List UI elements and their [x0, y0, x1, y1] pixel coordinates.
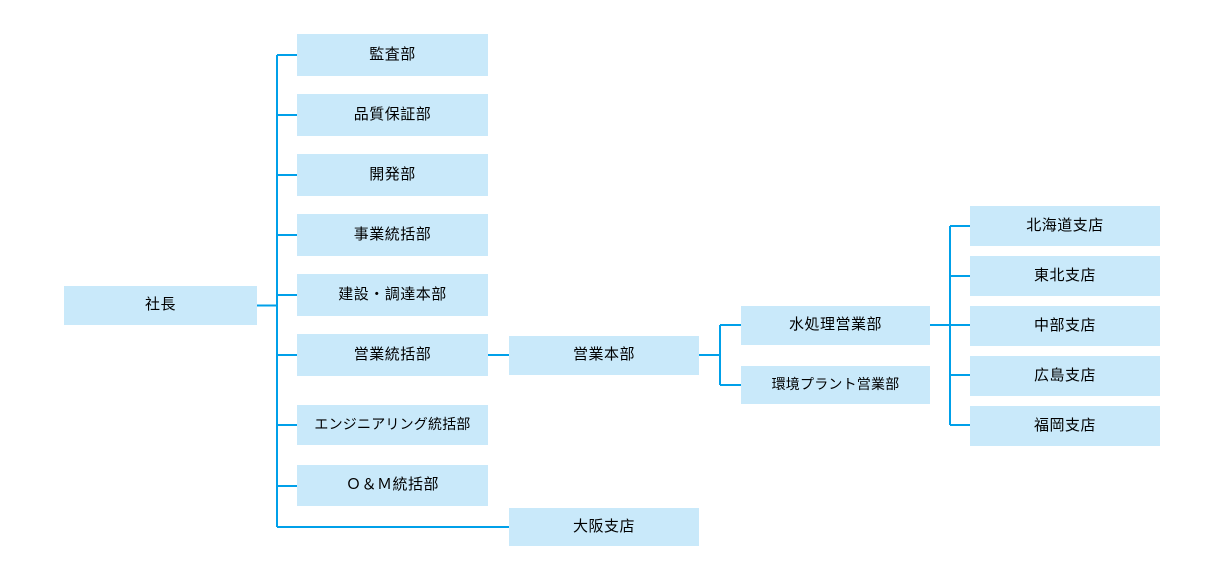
org-node-tohoku-branch[interactable]: 東北支店 — [970, 256, 1160, 296]
org-node-sales-headquarters-label: 営業本部 — [572, 346, 635, 364]
org-node-audit[interactable]: 監査部 — [297, 34, 488, 76]
org-node-president[interactable]: 社長 — [64, 286, 257, 325]
org-node-fukuoka-branch-label: 福岡支店 — [1033, 416, 1096, 434]
org-node-sales-headquarters[interactable]: 営業本部 — [509, 336, 699, 375]
org-node-sales-management-label: 営業統括部 — [353, 345, 432, 363]
org-node-environmental-plant-sales-label: 環境プラント営業部 — [771, 376, 900, 393]
org-node-development[interactable]: 開発部 — [297, 154, 488, 196]
org-node-osaka-branch-label: 大阪支店 — [572, 517, 635, 535]
org-node-chubu-branch-label: 中部支店 — [1033, 316, 1096, 334]
org-node-chubu-branch[interactable]: 中部支店 — [970, 306, 1160, 346]
org-node-water-treatment-sales[interactable]: 水処理営業部 — [741, 306, 930, 345]
org-node-audit-label: 監査部 — [369, 45, 416, 63]
org-node-environmental-plant-sales[interactable]: 環境プラント営業部 — [741, 366, 930, 404]
org-node-construction-procurement-label: 建設・調達本部 — [338, 285, 447, 303]
org-node-hiroshima-branch[interactable]: 広島支店 — [970, 356, 1160, 396]
org-node-sales-management[interactable]: 営業統括部 — [297, 334, 488, 376]
org-node-engineering-management-label: エンジニアリング統括部 — [314, 416, 471, 433]
org-node-fukuoka-branch[interactable]: 福岡支店 — [970, 406, 1160, 446]
org-node-water-treatment-sales-label: 水処理営業部 — [788, 316, 882, 334]
org-node-construction-procurement[interactable]: 建設・調達本部 — [297, 274, 488, 316]
org-node-hokkaido-branch-label: 北海道支店 — [1026, 216, 1104, 234]
org-node-om-management-label: Ｏ＆Ｍ統括部 — [345, 476, 439, 494]
org-node-om-management[interactable]: Ｏ＆Ｍ統括部 — [297, 465, 488, 506]
org-node-quality-assurance-label: 品質保証部 — [353, 105, 432, 123]
org-node-hiroshima-branch-label: 広島支店 — [1033, 366, 1096, 384]
org-node-quality-assurance[interactable]: 品質保証部 — [297, 94, 488, 136]
org-node-hokkaido-branch[interactable]: 北海道支店 — [970, 206, 1160, 246]
org-node-president-label: 社長 — [144, 296, 176, 314]
org-node-business-management[interactable]: 事業統括部 — [297, 214, 488, 256]
org-node-business-management-label: 事業統括部 — [353, 225, 432, 243]
org-node-osaka-branch[interactable]: 大阪支店 — [509, 508, 699, 546]
org-node-engineering-management[interactable]: エンジニアリング統括部 — [297, 405, 488, 445]
org-node-development-label: 開発部 — [369, 165, 416, 183]
org-node-tohoku-branch-label: 東北支店 — [1033, 266, 1096, 284]
